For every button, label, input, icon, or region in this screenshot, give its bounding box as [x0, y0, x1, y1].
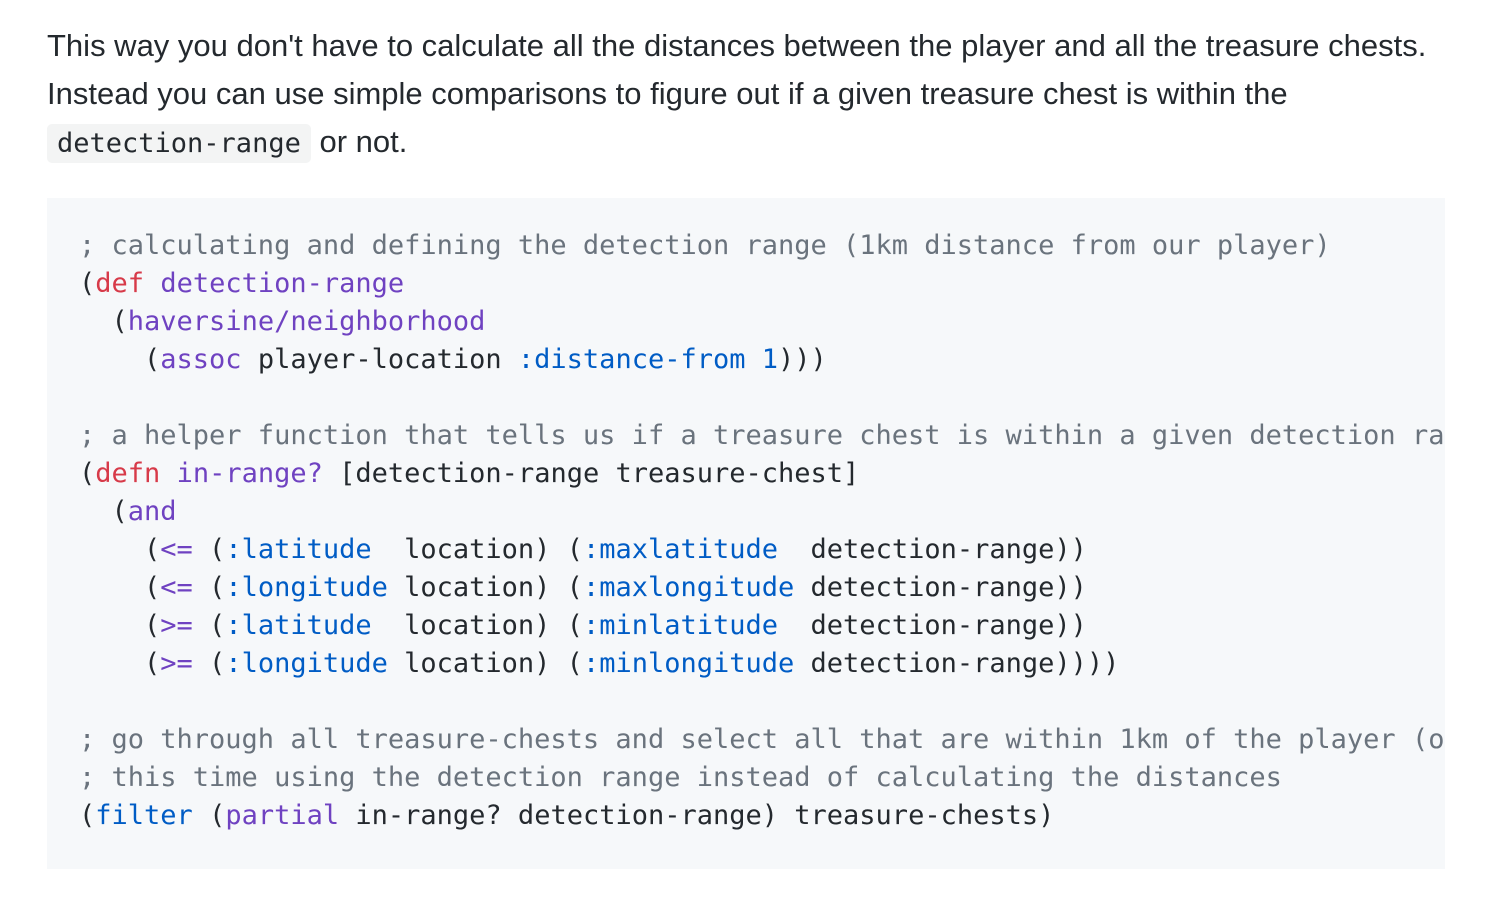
- code-line: (<= (:longitude location) (:maxlongitude…: [79, 572, 1087, 603]
- code-line: (>= (:longitude location) (:minlongitude…: [79, 648, 1119, 679]
- code-text: (: [79, 648, 161, 679]
- code-keyword-arg: filter: [95, 800, 193, 831]
- code-text: [160, 458, 176, 489]
- code-keyword-arg: :distance-from: [517, 344, 746, 375]
- code-line: (filter (partial in-range? detection-ran…: [79, 800, 1054, 831]
- code-text: (: [79, 306, 128, 337]
- code-text: detection-range)): [778, 610, 1087, 641]
- code-text: (: [79, 534, 161, 565]
- code-function: assoc: [160, 344, 242, 375]
- code-keyword-arg: :maxlatitude: [582, 534, 779, 565]
- code-listing: ; calculating and defining the detection…: [47, 198, 1445, 835]
- code-function: <=: [160, 572, 193, 603]
- code-function: and: [127, 496, 177, 527]
- code-keyword-arg: :latitude: [225, 610, 372, 641]
- code-text: location) (: [371, 610, 583, 641]
- code-text: (: [192, 800, 226, 831]
- code-keyword-arg: :latitude: [225, 534, 372, 565]
- code-function: >=: [160, 648, 193, 679]
- code-comment: ; go through all treasure-chests and sel…: [79, 724, 1445, 755]
- code-block[interactable]: ; calculating and defining the detection…: [47, 198, 1445, 869]
- code-function: <=: [160, 534, 193, 565]
- code-comment: ; this time using the detection range in…: [79, 762, 1282, 793]
- code-text: (: [79, 610, 161, 641]
- code-line: ; calculating and defining the detection…: [79, 230, 1331, 261]
- code-line: (and: [79, 496, 177, 527]
- code-line: ; this time using the detection range in…: [79, 762, 1282, 793]
- code-text: (: [79, 800, 96, 831]
- code-text: [detection-range treasure-chest]: [322, 458, 860, 489]
- code-text: (: [192, 572, 226, 603]
- code-text: detection-range)): [778, 534, 1087, 565]
- code-line: (def detection-range: [79, 268, 404, 299]
- code-line: ; a helper function that tells us if a t…: [79, 420, 1445, 451]
- code-line: (<= (:latitude location) (:maxlatitude d…: [79, 534, 1087, 565]
- code-keyword-arg: :minlongitude: [582, 648, 795, 679]
- code-text: detection-range)))): [794, 648, 1120, 679]
- code-text: (: [192, 534, 226, 565]
- paragraph-text-before: This way you don't have to calculate all…: [47, 28, 1427, 111]
- code-keyword-arg: :longitude: [225, 648, 388, 679]
- code-text: (: [192, 610, 226, 641]
- code-line: (>= (:latitude location) (:minlatitude d…: [79, 610, 1087, 641]
- code-keyword-arg: :maxlongitude: [582, 572, 795, 603]
- code-text: (: [79, 496, 128, 527]
- code-text: [144, 268, 160, 299]
- code-function: partial: [225, 800, 340, 831]
- code-keyword-arg: :longitude: [225, 572, 388, 603]
- inline-code: detection-range: [47, 124, 311, 163]
- code-number: 1: [761, 344, 779, 375]
- code-text: (: [79, 458, 96, 489]
- code-text: (: [192, 648, 226, 679]
- code-text: (: [79, 572, 161, 603]
- code-line: ; go through all treasure-chests and sel…: [79, 724, 1444, 755]
- code-comment: ; a helper function that tells us if a t…: [79, 420, 1445, 451]
- code-text: player-location: [241, 344, 518, 375]
- code-text: detection-range)): [794, 572, 1087, 603]
- code-text: location) (: [371, 534, 583, 565]
- code-keyword: defn: [95, 458, 161, 489]
- article-paragraph: This way you don't have to calculate all…: [47, 22, 1447, 168]
- code-keyword: def: [95, 268, 145, 299]
- code-keyword-arg: :minlatitude: [582, 610, 779, 641]
- code-line: (defn in-range? [detection-range treasur…: [79, 458, 859, 489]
- code-text: (: [79, 344, 161, 375]
- code-function: in-range?: [176, 458, 323, 489]
- code-text: (: [79, 268, 96, 299]
- code-text: location) (: [387, 572, 583, 603]
- code-comment: ; calculating and defining the detection…: [79, 230, 1331, 261]
- code-line: (haversine/neighborhood: [79, 306, 486, 337]
- code-text: in-range? detection-range) treasure-ches…: [339, 800, 1055, 831]
- code-function: haversine/neighborhood: [127, 306, 486, 337]
- code-text: [745, 344, 761, 375]
- code-text: location) (: [387, 648, 583, 679]
- code-function: detection-range: [160, 268, 405, 299]
- code-line: (assoc player-location :distance-from 1)…: [79, 344, 827, 375]
- paragraph-text-after: or not.: [310, 124, 408, 159]
- code-function: >=: [160, 610, 193, 641]
- code-text: ))): [778, 344, 827, 375]
